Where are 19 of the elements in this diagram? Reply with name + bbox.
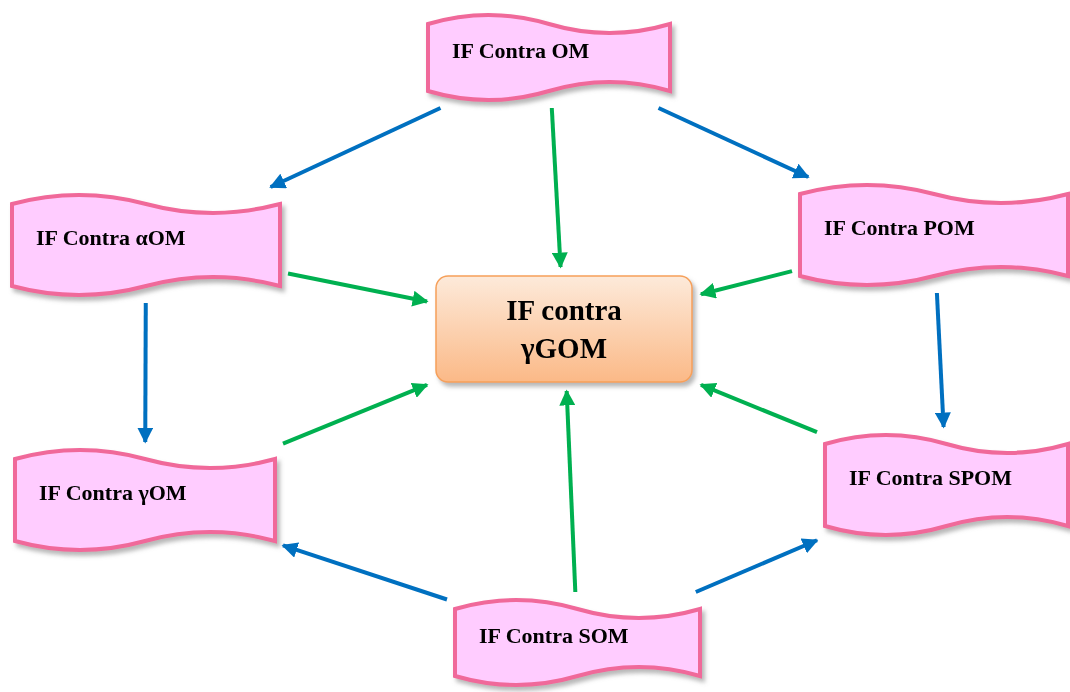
arrow	[699, 269, 793, 299]
arrow	[282, 382, 429, 446]
node-label: IF contra γGOM	[505, 293, 623, 366]
node-label: IF Contra γOM	[39, 480, 187, 506]
arrow	[657, 106, 810, 179]
arrow	[287, 271, 429, 307]
arrow	[549, 107, 568, 269]
arrow	[695, 538, 819, 594]
node-label: IF Contra SOM	[479, 622, 629, 649]
arrow	[559, 389, 578, 593]
arrow	[137, 303, 154, 444]
node-label: IF Contra POM	[824, 215, 975, 241]
arrow	[934, 292, 951, 429]
arrow	[281, 542, 448, 602]
arrow	[269, 106, 442, 189]
arrow	[699, 382, 818, 435]
node-label: IF Contra OM	[452, 37, 590, 64]
node-label: IF Contra SPOM	[849, 465, 1012, 491]
node-label: IF Contra αOM	[36, 225, 186, 251]
